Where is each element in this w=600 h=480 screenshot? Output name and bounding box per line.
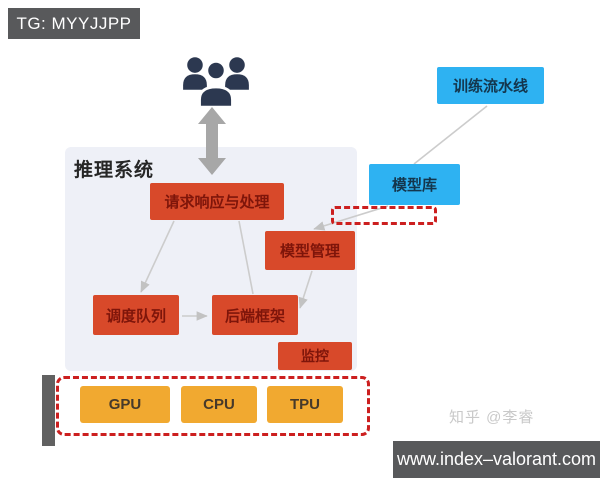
- node-cpu: CPU: [181, 386, 257, 423]
- node-training-pipeline: 训练流水线: [437, 67, 544, 104]
- node-request-response: 请求响应与处理: [150, 183, 284, 220]
- zhihu-watermark: 知乎 @李睿: [449, 409, 535, 426]
- node-monitoring: 监控: [278, 342, 352, 370]
- dashed-highlight-model-link: [331, 206, 437, 225]
- users-icon: [183, 57, 249, 108]
- node-model-library: 模型库: [369, 164, 460, 205]
- tg-badge: TG: MYYJJPP: [8, 8, 140, 39]
- left-gray-bar: [42, 375, 55, 446]
- inference-system-title: 推理系统: [74, 160, 155, 181]
- node-model-management: 模型管理: [265, 231, 355, 270]
- node-tpu: TPU: [267, 386, 343, 423]
- node-backend-framework: 后端框架: [212, 295, 298, 335]
- site-url-bar: www.index–valorant.com: [393, 441, 600, 478]
- node-scheduling-queue: 调度队列: [93, 295, 179, 335]
- up-down-arrow-icon: [198, 107, 226, 175]
- node-gpu: GPU: [80, 386, 170, 423]
